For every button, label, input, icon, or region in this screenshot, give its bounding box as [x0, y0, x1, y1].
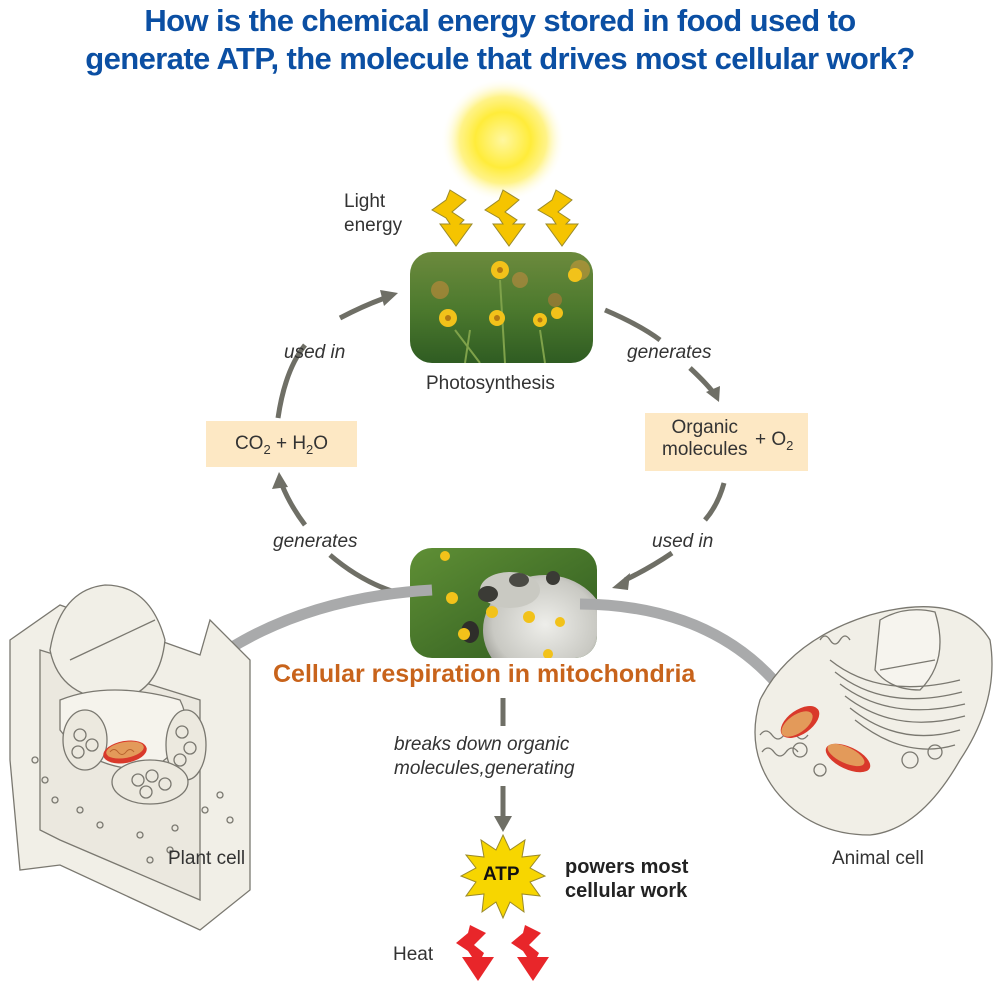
o-text: O: [313, 433, 329, 454]
generates-right-label: generates: [627, 342, 712, 363]
lightning-bolt-icon: [484, 189, 526, 247]
lightning-bolt-icon: [431, 189, 473, 247]
sun-icon: [441, 78, 565, 202]
plant-cell-illustration: [9, 584, 251, 931]
cellular-respiration-label: Cellular respiration in mitochondria: [273, 660, 696, 688]
light-energy-line-1: Light: [344, 191, 386, 212]
co2-subscript: 2: [263, 442, 271, 457]
heat-bolts: [456, 925, 549, 981]
light-energy-line-2: energy: [344, 215, 403, 236]
mitochondrion-icon: [780, 706, 820, 738]
organic-line-1: Organic: [671, 417, 739, 438]
o2-subscript: 2: [786, 438, 794, 453]
co2-h2o-box: CO2 + H2O: [206, 421, 357, 467]
breaks-down-line-1: breaks down organic: [394, 734, 570, 755]
generates-left-label: generates: [273, 531, 358, 552]
used-in-left-label: used in: [284, 342, 346, 363]
co-text: CO: [234, 433, 264, 454]
photosynthesis-label: Photosynthesis: [426, 373, 555, 394]
light-energy-label: Light energy: [344, 190, 402, 238]
powers-line-2: cellular work: [565, 880, 688, 902]
atp-label: ATP: [483, 864, 520, 885]
organic-molecules-text: Organic molecules: [662, 417, 748, 461]
title-line-1: How is the chemical energy stored in foo…: [144, 3, 856, 38]
animal-cell-illustration: [754, 606, 993, 836]
arrow-generates-right: [604, 307, 662, 343]
h2-subscript: 2: [306, 442, 314, 457]
plant-cell-label: Plant cell: [168, 848, 246, 869]
mitochondrion-icon: [825, 743, 871, 773]
arrow-used-in-right-low: [623, 550, 674, 583]
arrow-used-in-left: [275, 343, 307, 419]
plus-o2-text: + O2: [755, 429, 793, 453]
plus-h-text: + H: [270, 433, 307, 454]
breaks-down-line-2: molecules,generating: [394, 758, 575, 779]
heat-bolt-icon: [456, 925, 494, 981]
heat-label: Heat: [393, 944, 434, 965]
lightning-bolt-icon: [537, 189, 579, 247]
arrow-used-in-right: [703, 482, 727, 522]
animal-cell-label: Animal cell: [832, 848, 924, 869]
powers-line-1: powers most: [565, 856, 689, 878]
arrow-generates-left-up: [279, 484, 308, 527]
arrow-to-animal-cell: [579, 598, 795, 704]
title-line-2: generate ATP, the molecule that drives m…: [85, 41, 915, 76]
arrowhead-icon: [706, 386, 720, 402]
starburst-icon: [459, 833, 547, 920]
light-bolts: [431, 189, 579, 247]
photosynthesis-photo: [410, 252, 593, 363]
used-in-right-label: used in: [652, 531, 714, 552]
breaks-down-label: breaks down organic molecules,generating: [394, 733, 575, 781]
arrowhead-icon: [380, 290, 398, 306]
diagram-title: How is the chemical energy stored in foo…: [0, 2, 1000, 78]
arrow-used-in-left-top: [338, 295, 386, 321]
organic-molecules-box: Organic molecules + O2: [645, 413, 808, 471]
organic-line-2: molecules: [662, 439, 748, 460]
respiration-photo: [410, 548, 597, 658]
arrowhead-icon: [272, 472, 288, 489]
heat-bolt-icon: [511, 925, 549, 981]
plus-o-text: + O: [755, 429, 787, 450]
powers-cellular-work-label: powers most cellular work: [565, 855, 688, 903]
mitochondrion-icon: [103, 740, 147, 764]
arrowhead-icon: [612, 573, 630, 590]
arrowhead-icon: [494, 816, 512, 832]
arrow-generates-right-low: [688, 366, 715, 394]
